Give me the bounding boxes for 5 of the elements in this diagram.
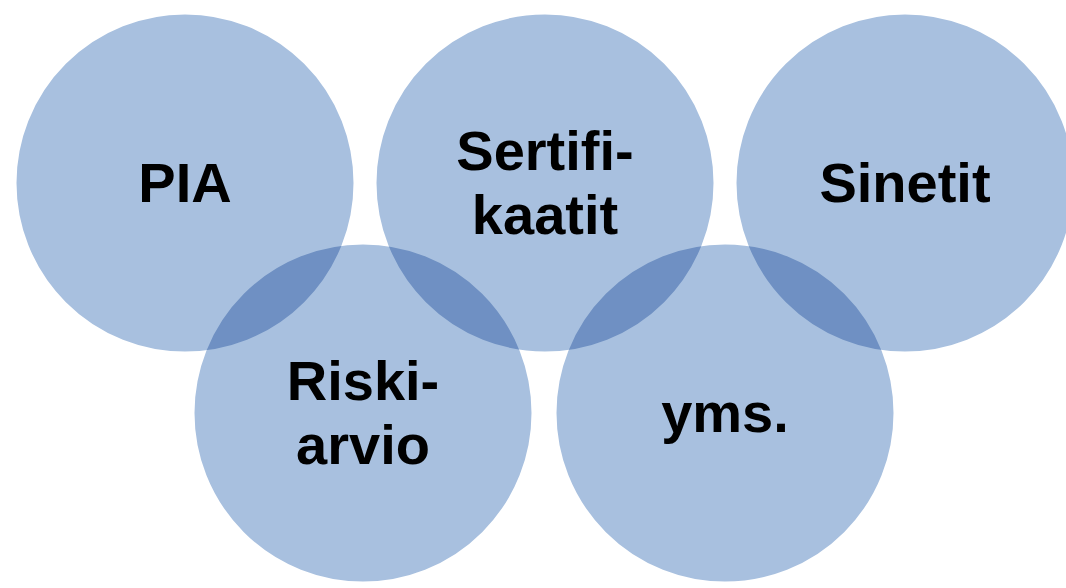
- node-label: Riski- arvio: [285, 349, 441, 477]
- node-label: yms.: [660, 381, 790, 445]
- node-label: Sertifi- kaatit: [455, 119, 635, 247]
- node-label: Sinetit: [818, 151, 992, 215]
- node-label: PIA: [137, 151, 233, 215]
